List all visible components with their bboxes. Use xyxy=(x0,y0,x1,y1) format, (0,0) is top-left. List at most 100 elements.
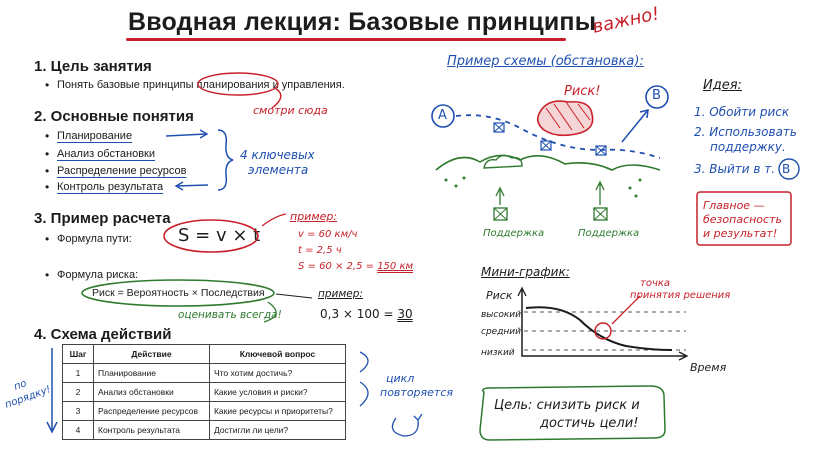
col-step: Шаг xyxy=(62,344,94,364)
risk-label: Риск! xyxy=(564,84,601,99)
risk-formula-label: Формула риска: xyxy=(45,268,138,282)
decision-point-line1: точка xyxy=(640,278,671,289)
risk-formula-ellipse xyxy=(81,279,275,307)
table-row: 1 Планирование Что хотим достичь? xyxy=(62,363,347,383)
mini-chart-axes xyxy=(521,290,686,357)
action-table: Шаг Действие Ключевой вопрос 1 Планирова… xyxy=(62,344,347,440)
example2-result: 30 xyxy=(397,307,413,321)
terrain-dot xyxy=(634,194,638,198)
arrow-head-icon xyxy=(595,180,605,191)
example2-calc: 0,3 × 100 = 30 xyxy=(320,307,413,321)
example2-connector xyxy=(275,293,313,299)
page-title: Вводная лекция: Базовые принципы xyxy=(128,8,597,36)
arrow-head-icon xyxy=(174,181,184,191)
arrow-control xyxy=(175,184,209,187)
support-right-cross xyxy=(593,207,608,221)
decision-point-circle xyxy=(594,322,612,340)
idea-item-2: 2. Использовать xyxy=(694,125,797,139)
point-a-circle xyxy=(431,104,455,128)
section1-text: Понять базовые принципы планирования и у… xyxy=(45,78,345,92)
section1-heading: 1. Цель занятия xyxy=(34,58,152,75)
risk-zone xyxy=(536,100,594,137)
table-cell: Достигли ли цели? xyxy=(208,420,347,440)
section1-text-before: Понять базовые принципы xyxy=(57,79,197,91)
idea-item-1: 1. Обойти риск xyxy=(694,105,790,119)
evaluate-always-note: оценивать всегда! xyxy=(178,309,282,321)
point-b-label: B xyxy=(652,88,661,103)
terrain-dot xyxy=(628,186,632,190)
terrain-dot xyxy=(454,184,458,188)
example2-calc-text: 0,3 × 100 = xyxy=(320,307,398,321)
support-left-label: Поддержка xyxy=(483,228,545,239)
risk-curve xyxy=(525,306,673,351)
title-underline xyxy=(126,38,566,41)
support-right-icon xyxy=(593,207,608,221)
cycle-icon xyxy=(391,417,419,437)
section3-heading: 3. Пример расчета xyxy=(34,210,171,227)
concept-item-planning: Планирование xyxy=(45,129,132,143)
concept-item-analysis: Анализ обстановки xyxy=(45,147,155,161)
goal-line2: достичь цели! xyxy=(540,416,639,431)
table-row: 2 Анализ обстановки Какие условия и риск… xyxy=(62,382,347,402)
point-b-circle xyxy=(645,85,669,109)
example-result: 150 км xyxy=(377,261,414,272)
arrow-head-icon xyxy=(517,286,527,297)
idea-point-b: B xyxy=(782,162,791,176)
idea-item-3: 3. Выйти в т. xyxy=(694,162,776,176)
cycle-note-line1: цикл xyxy=(386,372,415,385)
section1-highlight: планирования xyxy=(196,79,270,91)
scheme-title: Пример схемы (обстановка): xyxy=(447,54,644,69)
mini-chart-title: Мини-график: xyxy=(481,265,570,279)
level-high: высокий xyxy=(481,310,521,320)
path-formula-ellipse xyxy=(163,219,259,253)
look-here-arrow xyxy=(271,87,282,109)
support-right-label: Поддержка xyxy=(578,228,640,239)
checkpoint-cross xyxy=(595,145,607,156)
path-formula: S = v × t xyxy=(178,225,261,246)
checkpoint-icon xyxy=(595,145,607,156)
cycle-brace xyxy=(359,351,369,407)
table-cell: Контроль результата xyxy=(93,420,210,440)
table-row: 3 Распределение ресурсов Какие ресурсы и… xyxy=(62,401,347,421)
decision-point-arrow xyxy=(611,295,641,325)
support-left-cross xyxy=(493,207,508,221)
table-cell: 4 xyxy=(62,420,94,440)
idea-title: Идея: xyxy=(703,78,742,93)
highlight-ellipse xyxy=(197,72,279,96)
arrow-head-icon xyxy=(199,129,209,139)
point-a-label: A xyxy=(438,108,447,123)
arrow-head-icon xyxy=(46,421,58,434)
section4-heading: 4. Схема действий xyxy=(34,326,172,343)
checkpoint-cross xyxy=(540,140,552,151)
concept-item-control: Контроль результата xyxy=(45,180,163,194)
example-line-s-calc: S = 60 × 2,5 = xyxy=(298,261,378,272)
cycle-note-line2: повторяется xyxy=(380,386,453,399)
main-note-line3: и результат! xyxy=(703,227,778,240)
example2-label: пример: xyxy=(318,288,363,300)
example-label: пример: xyxy=(290,210,338,223)
arrow-planning xyxy=(165,133,207,137)
arrow-head-icon xyxy=(413,413,423,422)
look-here-note: смотри сюда xyxy=(253,104,328,117)
terrain-line xyxy=(435,154,661,171)
arrow-head-icon xyxy=(639,109,649,119)
concept-item-resources: Распределение ресурсов xyxy=(45,164,187,178)
main-note-line1: Главное — xyxy=(703,199,765,212)
level-medium: средний xyxy=(481,327,522,337)
key-elements-note-line1: 4 ключевых xyxy=(240,148,315,162)
checkpoint-icon xyxy=(540,140,552,151)
goal-line1: Цель: снизить риск и xyxy=(494,398,640,413)
example-line-s: S = 60 × 2,5 = 150 км xyxy=(298,261,413,272)
mini-chart-xlabel: Время xyxy=(690,361,727,374)
table-row: 4 Контроль результата Достигли ли цели? xyxy=(62,420,347,440)
cloud-icon xyxy=(483,154,523,169)
risk-formula: Риск = Вероятность × Последствия xyxy=(92,287,265,299)
key-elements-note-line2: элемента xyxy=(248,163,309,177)
concept-brace xyxy=(217,129,234,191)
evaluate-arrow xyxy=(263,301,277,323)
section1-text-after: и управления. xyxy=(269,79,345,91)
checkpoint-cross xyxy=(493,122,505,133)
idea-b-circle xyxy=(778,158,800,180)
terrain-dot xyxy=(444,178,448,182)
